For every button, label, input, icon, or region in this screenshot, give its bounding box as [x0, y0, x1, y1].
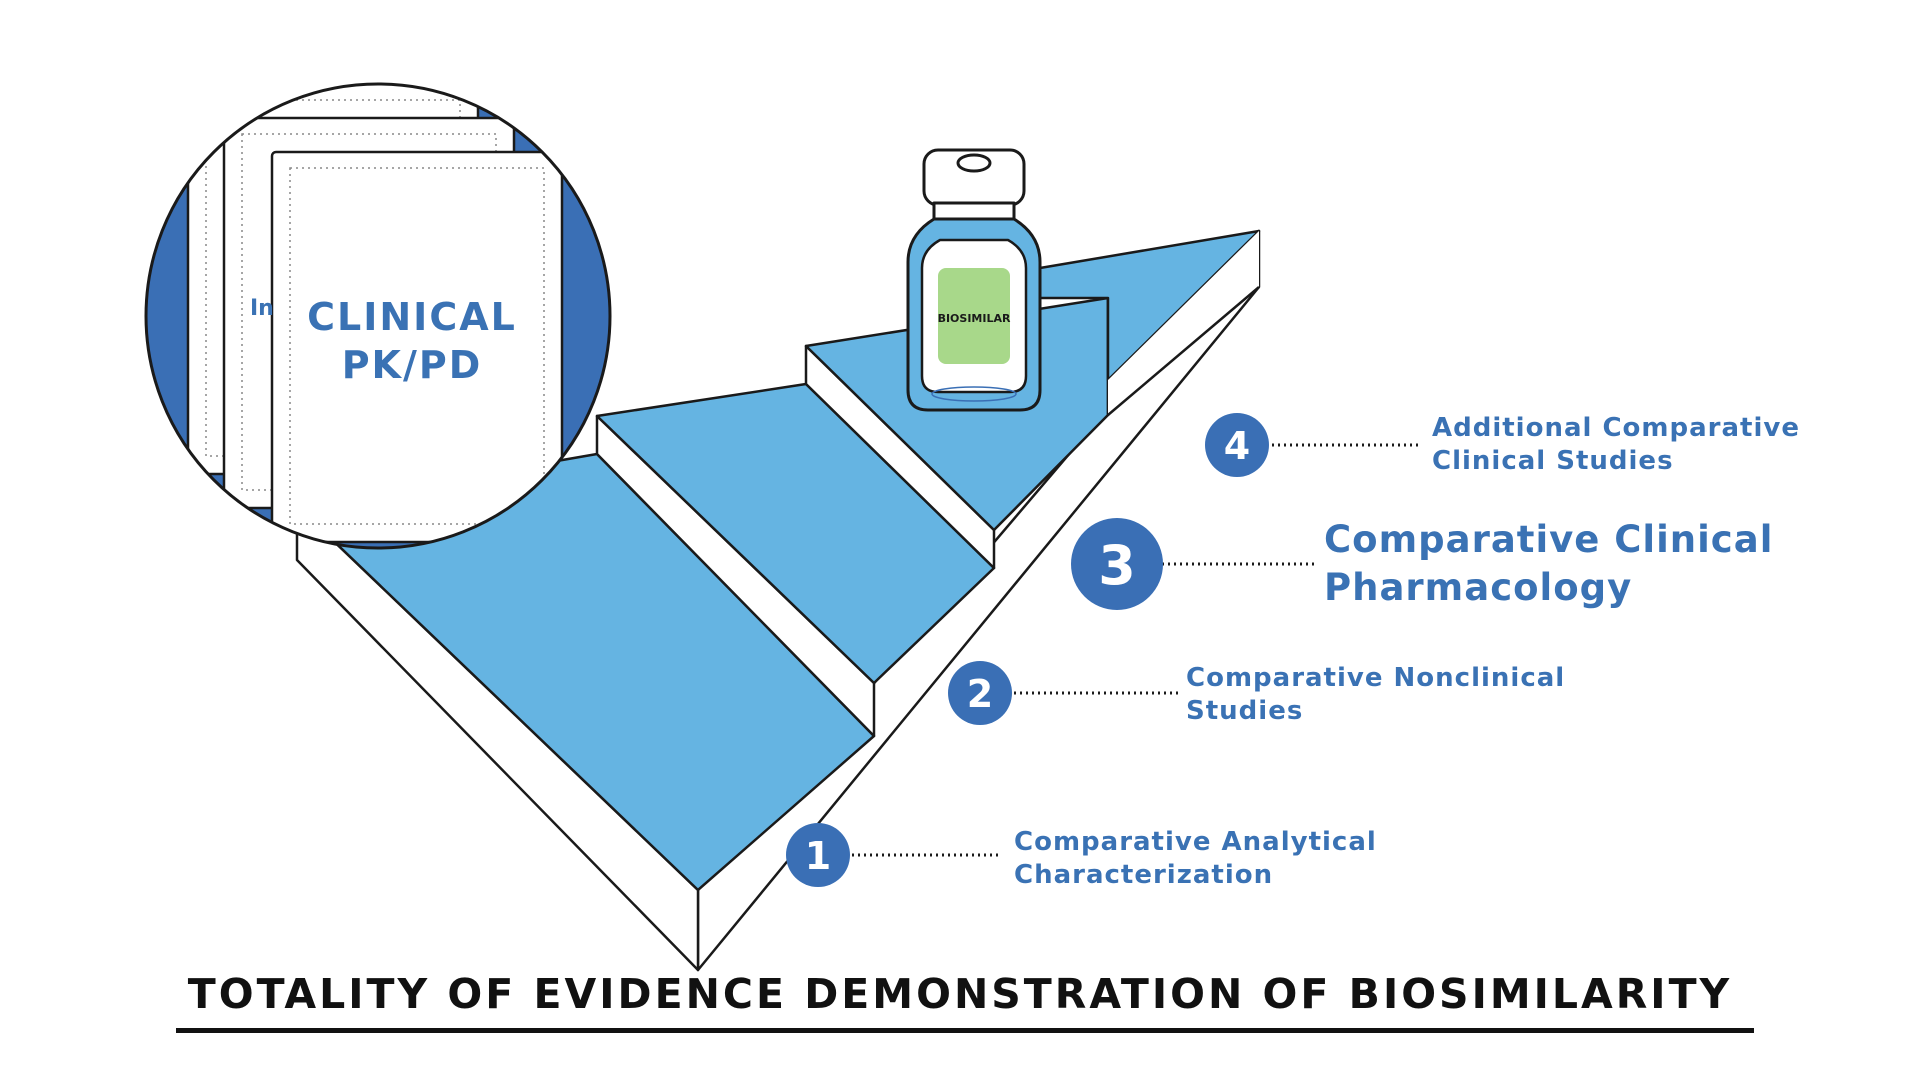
step-1-label: Comparative Analytical Characterization [1014, 826, 1377, 892]
documents-inset: In CLINICAL PK/PD [144, 82, 612, 550]
step-2-badge [948, 661, 1012, 725]
step-3-label-line1: Comparative Clinical [1324, 518, 1774, 561]
step-3-number: 3 [1098, 534, 1136, 597]
step-4-label-line1: Additional Comparative [1432, 413, 1800, 443]
vial-neck [932, 201, 1016, 221]
step-3-label: Comparative Clinical Pharmacology [1324, 516, 1773, 612]
step-2-label: Comparative Nonclinical Studies [1186, 662, 1565, 728]
front-document-title-line2: PK/PD [342, 343, 483, 387]
step-markers: 1 2 3 4 [786, 413, 1420, 887]
front-document [270, 150, 564, 544]
step-1-label-line1: Comparative Analytical [1014, 827, 1377, 857]
step-4-badge [1205, 413, 1269, 477]
title-underline [176, 1028, 1754, 1033]
step-4-riser-right [1108, 231, 1259, 415]
vial-label-text: BIOSIMILAR [938, 312, 1011, 325]
step-1-badge [786, 823, 850, 887]
step-4-label-line2: Clinical Studies [1432, 446, 1674, 476]
step-3-badge [1071, 518, 1163, 610]
step-4-label: Additional Comparative Clinical Studies [1432, 412, 1800, 478]
step-3-label-line2: Pharmacology [1324, 566, 1633, 609]
step-4-number: 4 [1224, 424, 1250, 468]
vial-label [938, 268, 1010, 364]
step-1-number: 1 [805, 834, 831, 878]
back-document-fragment: In [250, 296, 274, 321]
diagram-title: TOTALITY OF EVIDENCE DEMONSTRATION OF BI… [187, 970, 1733, 1018]
biosimilar-vial [906, 148, 1042, 412]
vial-cap-opening [956, 153, 992, 173]
front-document-title-line1: CLINICAL [307, 295, 517, 339]
step-1-label-line2: Characterization [1014, 860, 1274, 890]
step-2-label-line1: Comparative Nonclinical [1186, 663, 1566, 693]
step-2-label-line2: Studies [1186, 696, 1304, 726]
step-2-number: 2 [967, 672, 993, 716]
